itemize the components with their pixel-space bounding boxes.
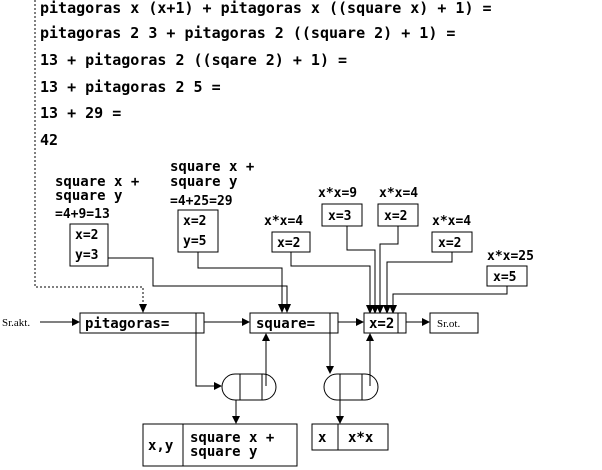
reduction-step-1: pitagoras x (x+1) + pitagoras x ((square… xyxy=(40,0,492,17)
dashed-arrowhead xyxy=(139,304,147,313)
sq-env-3: x=2 xyxy=(384,209,407,224)
wire-sq5 xyxy=(392,286,508,311)
sum-note-a-line1: square x + xyxy=(55,174,139,190)
square-note-3: x*x=4 xyxy=(379,186,418,201)
env-box-b xyxy=(177,209,219,253)
square-node-label: square= xyxy=(256,316,315,332)
arrowhead xyxy=(326,366,334,374)
square-note-2: x*x=9 xyxy=(318,186,357,201)
pitagoras-params: x,y xyxy=(148,438,174,454)
sum-note-b-line3: =4+25=29 xyxy=(170,194,233,209)
arrowhead xyxy=(389,305,397,314)
square-definition xyxy=(311,423,389,451)
arrowhead xyxy=(72,318,80,326)
arrowhead xyxy=(383,305,391,314)
value-node-label: x=2 xyxy=(369,316,394,332)
square-note-1: x*x=4 xyxy=(264,214,303,229)
sq-env-1: x=2 xyxy=(277,236,300,251)
arrowhead xyxy=(366,333,374,341)
square-body: x*x xyxy=(348,430,374,446)
sum-note-b-line2: square y xyxy=(170,174,238,190)
wire-sq4 xyxy=(386,252,453,311)
square-note-4: x*x=4 xyxy=(432,214,471,229)
arrowhead xyxy=(242,318,250,326)
env-box-a xyxy=(69,223,109,267)
reduction-step-6: 42 xyxy=(40,131,58,149)
arrowhead xyxy=(356,318,364,326)
dashed-guide-line xyxy=(34,0,144,310)
sr-ot-label: Sr.ot. xyxy=(437,318,460,330)
wire-sq2 xyxy=(346,226,376,311)
arrowhead xyxy=(422,318,430,326)
sq-env-5: x=5 xyxy=(493,270,516,285)
wire-env-b-to-square xyxy=(197,252,283,310)
arrowhead xyxy=(336,416,344,424)
square-note-5: x*x=25 xyxy=(487,249,534,264)
sum-note-a-line3: =4+9=13 xyxy=(55,207,110,222)
reduction-step-5: 13 + 29 = xyxy=(40,104,121,122)
wire-sq3 xyxy=(379,226,399,311)
reduction-step-2: pitagoras 2 3 + pitagoras 2 ((square 2) … xyxy=(40,24,455,42)
sum-note-a-line2: square y xyxy=(55,188,123,204)
pitagoras-definition xyxy=(142,423,298,467)
sr-akt-label: Sr.akt. xyxy=(2,317,30,329)
sq-env-box-2 xyxy=(321,203,363,227)
value-node xyxy=(363,312,407,334)
pitagoras-node-label: pitagoras= xyxy=(85,316,169,332)
pitagoras-body-line2: square y xyxy=(190,444,258,460)
sr-ot-box xyxy=(429,312,479,334)
reduction-step-3: 13 + pitagoras 2 ((sqare 2) + 1) = xyxy=(40,51,347,69)
arrowhead xyxy=(262,333,270,341)
pitagoras-node xyxy=(79,312,205,334)
square-params: x xyxy=(318,430,327,446)
env-b-y: y=5 xyxy=(183,234,206,249)
wire-env-a-to-square xyxy=(108,257,288,310)
pitagoras-closure xyxy=(221,373,277,401)
env-a-x: x=2 xyxy=(75,228,98,243)
square-closure xyxy=(323,373,379,401)
arrowhead xyxy=(278,304,286,313)
sq-env-4: x=2 xyxy=(438,236,461,251)
square-node xyxy=(249,312,339,334)
wire-sq1 xyxy=(290,252,371,311)
wire-pitagoras-to-closure xyxy=(195,333,218,387)
env-b-x: x=2 xyxy=(183,214,206,229)
arrowhead xyxy=(376,305,384,314)
sum-note-b-line1: square x + xyxy=(170,159,254,175)
reduction-step-4: 13 + pitagoras 2 5 = xyxy=(40,78,221,96)
pitagoras-body-line1: square x + xyxy=(190,430,274,446)
env-a-y: y=3 xyxy=(75,248,98,263)
sq-env-2: x=3 xyxy=(328,209,351,224)
arrowhead xyxy=(232,416,240,424)
arrowhead xyxy=(214,382,222,390)
